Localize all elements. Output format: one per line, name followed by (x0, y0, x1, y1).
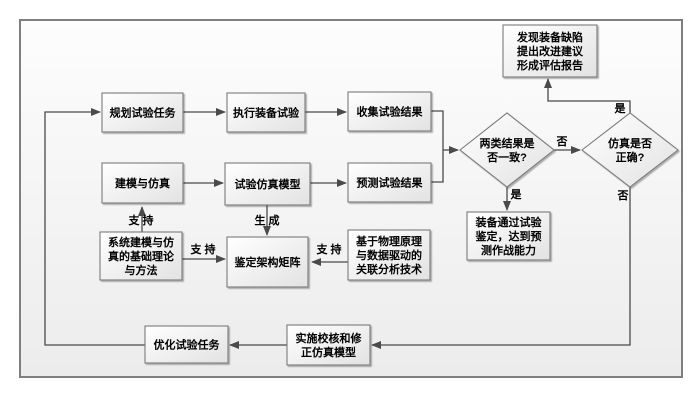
node-physics-shape (347, 229, 431, 281)
node-predict: 预测试验结果 (347, 162, 432, 203)
edge-decision2-yes-to-report (544, 78, 631, 113)
label-no-1: 否 (556, 135, 568, 148)
node-revise-text: 实施校核和修正仿真模型 (296, 331, 363, 359)
node-collect-shape (347, 91, 432, 132)
node-pass-shape (466, 211, 551, 261)
node-pass-text: 装备通过试验鉴定，达到预测作战能力 (475, 215, 543, 257)
node-decision-results-consistent: 两类结果是否一致? (459, 112, 555, 188)
node-decision-results-consistent-shape (459, 112, 555, 188)
label-yes-2: 是 (614, 102, 627, 115)
node-revise-shape (286, 324, 371, 366)
node-report-shape (502, 24, 598, 78)
node-execute-shape (226, 92, 306, 133)
node-sim-model: 试验仿真模型 (224, 162, 311, 206)
node-report: 发现装备缺陷提出改进建议形成评估报告 (502, 24, 598, 78)
node-collect-text: 收集试验结果 (357, 105, 423, 119)
node-decision-sim-correct-text: 仿真是否正确? (608, 136, 652, 164)
edge-decision2-no-to-revise (371, 187, 631, 349)
edge-predict-to-junction (431, 150, 444, 183)
edge-optimize-to-plan-loop (44, 108, 145, 346)
node-decision-results-consistent-text: 两类结果是否一致? (480, 136, 536, 164)
node-report-text: 发现装备缺陷提出改进建议形成评估报告 (516, 30, 584, 72)
node-matrix-text: 鉴定架构矩阵 (234, 255, 301, 269)
node-physics: 基于物理原理与数据驱动的关联分析技术 (347, 229, 431, 281)
node-predict-shape (347, 162, 432, 203)
node-execute-text: 执行装备试验 (233, 106, 300, 120)
node-revise: 实施校核和修正仿真模型 (286, 324, 371, 366)
node-optimize: 优化试验任务 (144, 325, 229, 364)
node-pass: 装备通过试验鉴定，达到预测作战能力 (466, 211, 551, 261)
node-modeling: 建模与仿真 (101, 162, 184, 204)
label-yes-1: 是 (510, 188, 523, 201)
node-optimize-text: 优化试验任务 (154, 338, 221, 352)
label-generate: 生 成 (254, 213, 279, 227)
node-decision-sim-correct-shape (581, 112, 679, 188)
node-predict-text: 预测试验结果 (357, 176, 423, 190)
node-theory-text: 系统建模与仿真的基础理论与方法 (108, 235, 175, 277)
node-matrix-shape (226, 236, 309, 288)
node-plan: 规划试验任务 (101, 92, 184, 133)
node-collect: 收集试验结果 (347, 91, 432, 132)
node-sim-model-shape (224, 162, 311, 206)
label-support-3: 支 持 (315, 242, 341, 256)
label-support-2: 支 持 (189, 242, 215, 256)
edge-collect-to-junction (431, 110, 444, 150)
node-theory-shape (99, 231, 183, 281)
node-execute: 执行装备试验 (226, 92, 306, 133)
node-modeling-text: 建模与仿真 (115, 176, 170, 190)
node-decision-sim-correct: 仿真是否正确? (581, 112, 679, 188)
node-plan-text: 规划试验任务 (110, 106, 177, 120)
label-support-1: 支 持 (127, 213, 153, 227)
node-physics-text: 基于物理原理与数据驱动的关联分析技术 (355, 234, 422, 276)
node-matrix: 鉴定架构矩阵 (226, 236, 309, 288)
node-theory: 系统建模与仿真的基础理论与方法 (99, 231, 183, 281)
node-sim-model-text: 试验仿真模型 (235, 177, 301, 191)
node-optimize-shape (144, 325, 229, 364)
label-no-2: 否 (617, 189, 629, 202)
node-plan-shape (101, 92, 184, 133)
node-modeling-shape (101, 162, 184, 204)
